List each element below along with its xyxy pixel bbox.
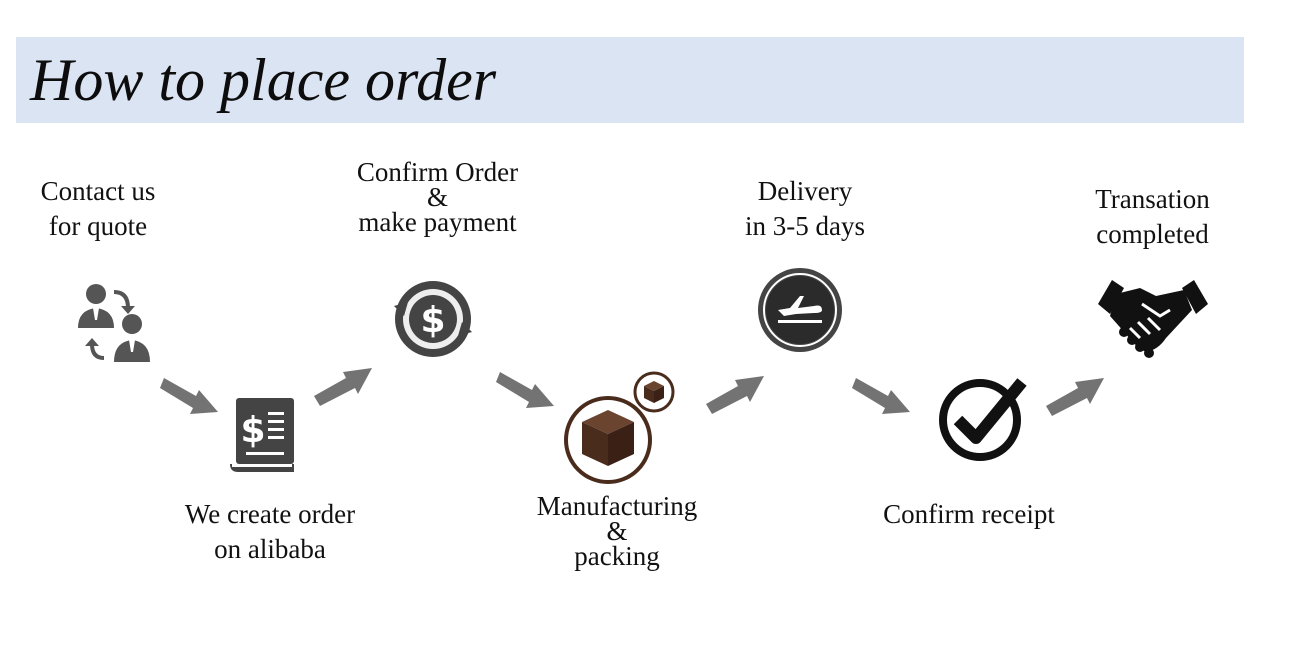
arrow-icon [160, 378, 218, 414]
contact-exchange-icon [78, 284, 150, 362]
invoice-dollar-icon: $ [230, 398, 294, 472]
svg-text:$: $ [420, 300, 445, 341]
step-label-confirm-order: Confirm Order & make payment [356, 157, 519, 237]
step-label-confirm-receipt: Confirm receipt [883, 499, 1055, 529]
step-label-create-order: We create order on alibaba [184, 499, 356, 564]
dollar-cycle-icon: $ [394, 281, 472, 357]
arrow-icon [852, 378, 910, 414]
package-box-icon [564, 371, 675, 484]
arrow-icon [706, 376, 764, 414]
title-banner [16, 37, 1244, 123]
airplane-icon [758, 268, 842, 352]
checkmark-circle-icon [939, 378, 1027, 461]
svg-text:$: $ [240, 410, 265, 451]
step-label-manufacturing: Manufacturing & packing [536, 491, 698, 571]
step-label-contact: Contact us for quote [40, 176, 156, 241]
handshake-icon [1098, 280, 1208, 358]
page-title: How to place order [30, 47, 497, 113]
arrow-icon [496, 372, 554, 408]
arrow-icon [1046, 378, 1104, 416]
step-label-completed: Transation completed [1095, 184, 1210, 249]
step-label-delivery: Delivery in 3-5 days [745, 176, 865, 241]
arrow-icon [314, 368, 372, 406]
